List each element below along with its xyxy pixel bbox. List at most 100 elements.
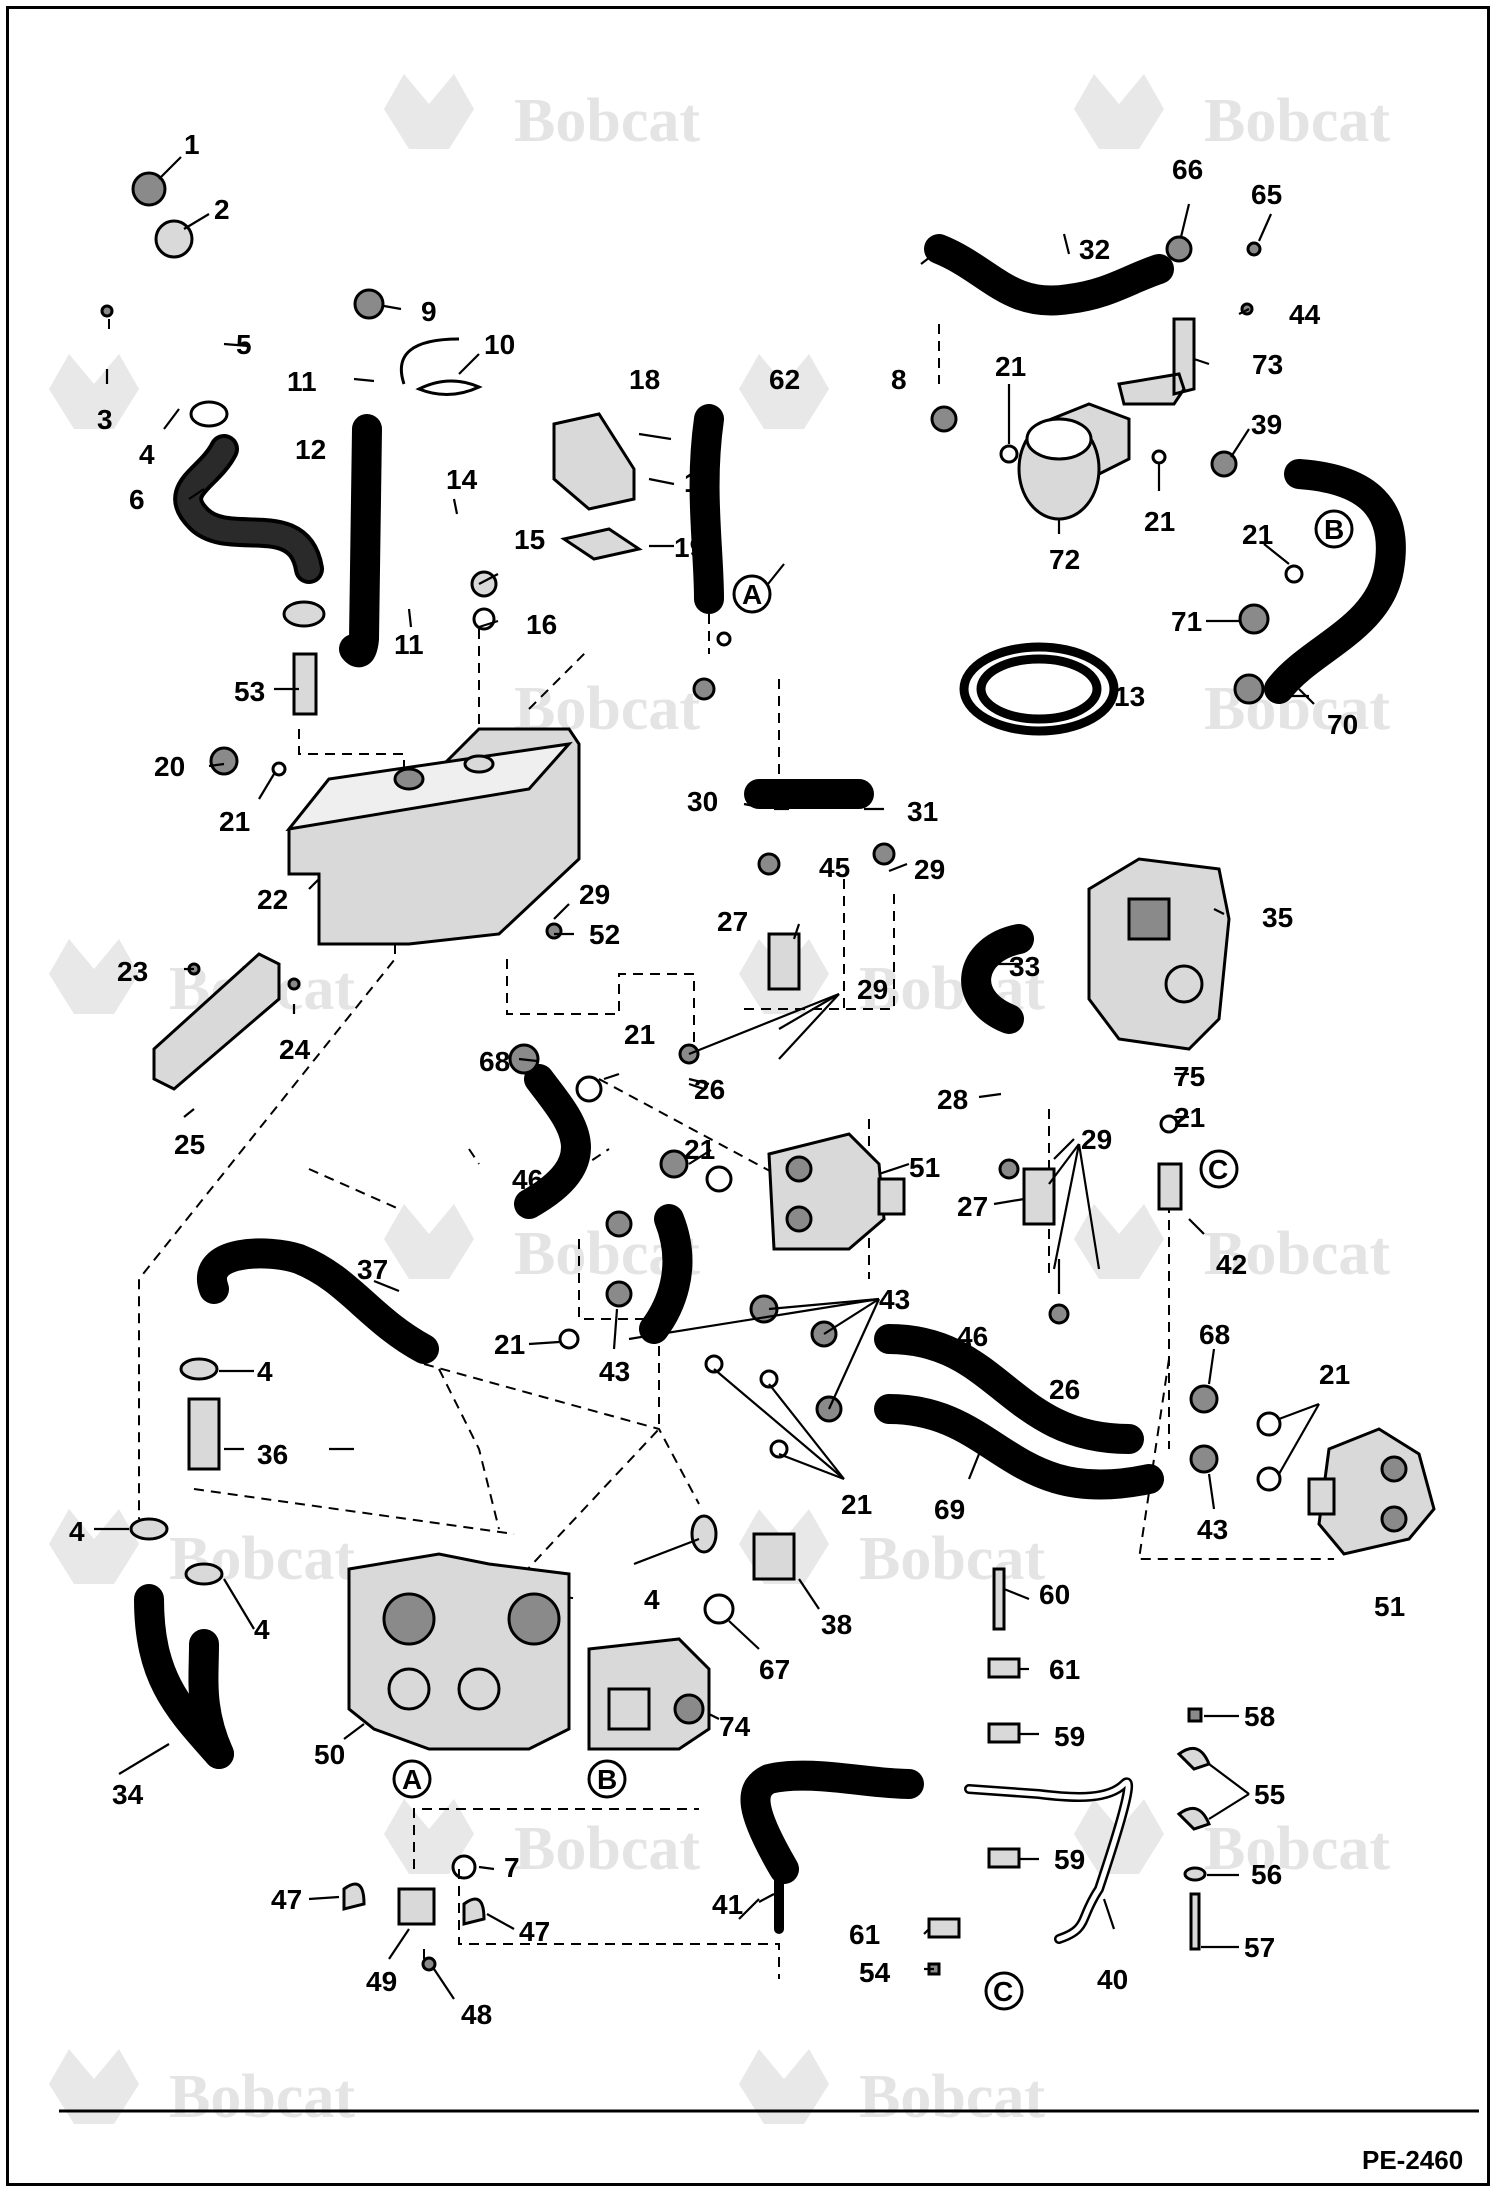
bolt: [545, 922, 563, 940]
part-label: 68: [1199, 1319, 1230, 1350]
part-label: 27: [957, 1191, 988, 1222]
part-label: 21: [624, 1019, 655, 1050]
callout-a: A: [732, 574, 772, 614]
o-ring: [558, 1328, 580, 1350]
clamp-half: [1176, 1806, 1211, 1831]
drive-motor: [1307, 1427, 1436, 1556]
part-label: 43: [1197, 1514, 1228, 1545]
part-label: 34: [112, 1779, 144, 1810]
part-label: 1: [184, 129, 200, 160]
watermark: Bobcat: [1074, 1204, 1390, 1288]
o-ring: [1151, 449, 1167, 465]
part-label: 72: [1049, 544, 1080, 575]
watermark-text: Bobcat: [1204, 1815, 1390, 1883]
part-label: 46: [957, 1321, 988, 1352]
tube: [292, 652, 318, 716]
part-label: 42: [1216, 1249, 1247, 1280]
part-label: 61: [1049, 1654, 1080, 1685]
fitting: [692, 677, 716, 701]
part-label: 69: [934, 1494, 965, 1525]
clip: [462, 1897, 486, 1926]
part-label: 11: [394, 629, 424, 660]
fitting: [209, 746, 239, 776]
part-label: 37: [357, 1254, 388, 1285]
part-label: 13: [1114, 681, 1145, 712]
part-label: 59: [1054, 1721, 1085, 1752]
part-label: 66: [1172, 154, 1203, 185]
o-ring: [704, 1354, 724, 1374]
part-label: 15: [514, 524, 545, 555]
o-ring: [472, 607, 496, 631]
part-label: 73: [1252, 349, 1283, 380]
bolt: [1189, 1892, 1201, 1951]
drawing-reference: PE-2460: [1362, 2145, 1463, 2175]
o-ring: [1256, 1411, 1282, 1437]
part-label: 43: [879, 1284, 910, 1315]
part-label: 4: [139, 439, 155, 470]
clamp-half: [927, 1917, 961, 1939]
fitting: [1048, 1303, 1070, 1325]
bolt: [287, 977, 301, 991]
part-label: 21: [1242, 519, 1273, 550]
bolt: [992, 1567, 1006, 1631]
callout-a: A: [392, 1759, 432, 1799]
cable-tie: [415, 379, 483, 396]
part-label: 52: [589, 919, 620, 950]
coiled-hose: [959, 642, 1119, 736]
cap: [131, 171, 167, 207]
watermark: Bobcat: [739, 2049, 1045, 2131]
part-label: 19: [674, 532, 705, 563]
svg-text:C: C: [1208, 1154, 1228, 1185]
part-label: 40: [1097, 1964, 1128, 1995]
fitting: [998, 1158, 1020, 1180]
part-label: 10: [484, 329, 515, 360]
fitting: [1189, 1384, 1219, 1414]
part-label: 4: [254, 1614, 270, 1645]
part-label: 53: [234, 676, 265, 707]
part-label: 17: [684, 467, 715, 498]
o-ring: [1159, 1114, 1179, 1134]
part-label: 62: [769, 364, 800, 395]
part-label: 32: [1079, 234, 1110, 265]
fitting: [757, 852, 781, 876]
o-ring: [703, 1593, 735, 1625]
part-label: 9: [421, 296, 437, 327]
o-ring: [759, 1369, 779, 1389]
watermark: Bobcat: [384, 74, 700, 155]
watermark: Bobcat: [1074, 1799, 1390, 1883]
svg-text:B: B: [1324, 514, 1344, 545]
o-ring: [999, 444, 1019, 464]
clip: [342, 1882, 366, 1911]
part-label: 51: [909, 1152, 940, 1183]
watermark-text: Bobcat: [169, 2063, 355, 2131]
part-label: 11: [287, 366, 317, 397]
watermark: Bobcat: [49, 1509, 355, 1593]
part-label: 67: [759, 1654, 790, 1685]
watermark-text: Bobcat: [1204, 1220, 1390, 1288]
tee-fitting: [187, 1397, 221, 1471]
part-label: 21: [1174, 1102, 1205, 1133]
part-label: 6: [129, 484, 145, 515]
part-label: 22: [257, 884, 288, 915]
hydraulic-system-exploded-diagram: Bobcat Bobcat Bobcat Bobcat Bobcat Bobca…: [49, 74, 1479, 2175]
o-ring: [769, 1439, 789, 1459]
part-label: 29: [914, 854, 945, 885]
part-label: 4: [257, 1356, 273, 1387]
part-label: 20: [154, 751, 185, 782]
part-label: 18: [629, 364, 660, 395]
bolt: [100, 304, 114, 318]
hose-clamp: [690, 1514, 718, 1554]
part-label: 44: [1289, 299, 1321, 330]
part-label: 65: [1251, 179, 1282, 210]
watermark: Bobcat: [49, 2049, 355, 2131]
watermark-layer: Bobcat Bobcat Bobcat Bobcat Bobcat Bobca…: [49, 74, 1390, 2131]
o-ring: [451, 1854, 477, 1880]
part-label: 8: [891, 364, 907, 395]
part-label: 39: [1251, 409, 1282, 440]
part-label: 55: [1254, 1779, 1285, 1810]
part-label: 70: [1327, 709, 1358, 740]
part-label: 25: [174, 1129, 205, 1160]
part-label: 68: [479, 1046, 510, 1077]
part-labels: 1 2 3 5 4 6 9 10 11 12 14 11 18 17 19 15…: [69, 129, 1405, 2030]
bolt: [421, 1956, 437, 1972]
